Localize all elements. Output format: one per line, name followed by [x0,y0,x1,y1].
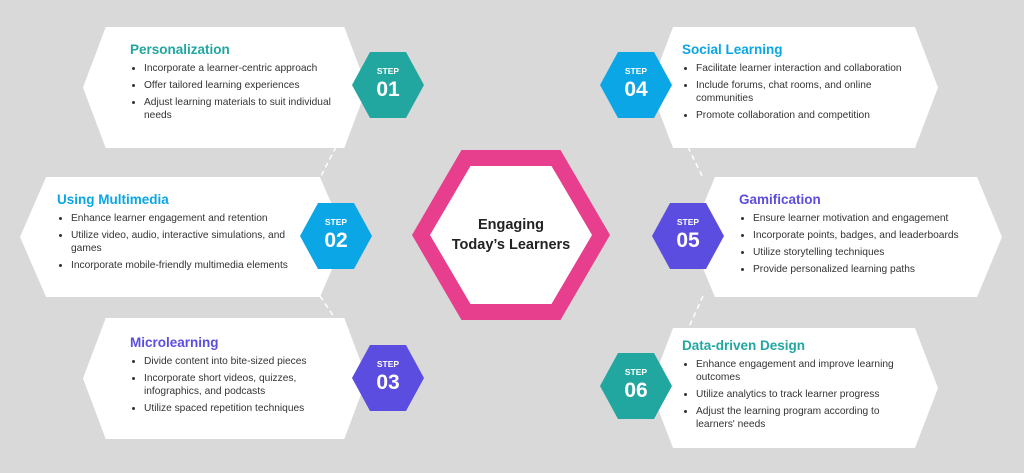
bullet-item: Incorporate a learner-centric approach [144,62,350,75]
step-label: STEP [324,217,348,227]
step-label: STEP [624,367,648,377]
bullet-item: Ensure learner motivation and engagement [753,212,974,225]
bullet-item: Incorporate short videos, quizzes, infog… [144,372,350,398]
step-number: 05 [676,229,700,252]
step-title: Personalization [130,42,230,57]
bullet-item: Utilize spaced repetition techniques [144,402,350,415]
bullet-item: Provide personalized learning paths [753,263,974,276]
step-label: STEP [376,359,400,369]
bullet-item: Incorporate points, badges, and leaderbo… [753,229,974,242]
bullet-item: Offer tailored learning experiences [144,79,350,92]
step-number: 02 [324,229,348,252]
bullet-item: Utilize video, audio, interactive simula… [71,229,312,255]
bullet-item: Adjust learning materials to suit indivi… [144,96,350,122]
step-panel [690,177,1002,297]
bullet-item: Adjust the learning program according to… [696,405,917,431]
step-label: STEP [676,217,700,227]
bullet-item: Utilize analytics to track learner progr… [696,388,917,401]
step-panel [650,27,938,148]
step-number: 04 [624,78,648,101]
bullet-list: Enhance engagement and improve learning … [682,358,917,431]
step-badge-03: STEP 03 [352,345,424,411]
step-title: Gamification [739,192,821,207]
bullet-item: Utilize storytelling techniques [753,246,974,259]
step-panel [20,177,346,297]
step-title: Data-driven Design [682,338,806,353]
step-content: GamificationEnsure learner motivation an… [739,192,974,280]
bullet-item: Include forums, chat rooms, and online c… [696,79,917,105]
step-number: 06 [624,379,648,402]
center-title-line: Engaging [477,217,545,233]
bullet-list: Facilitate learner interaction and colla… [682,62,917,122]
step-content: Using MultimediaEnhance learner engageme… [57,192,312,276]
step-number: 01 [376,78,400,101]
step-badge-06: STEP 06 [600,353,672,419]
step-content: Data-driven DesignEnhance engagement and… [682,338,917,435]
step-title: Using Multimedia [57,192,169,207]
bullet-list: Ensure learner motivation and engagement… [739,212,974,276]
step-title: Microlearning [130,335,219,350]
bullet-list: Divide content into bite-sized piecesInc… [130,355,350,415]
step-panel [650,328,938,448]
step-panel [83,27,367,148]
bullet-item: Incorporate mobile-friendly multimedia e… [71,259,312,272]
step-content: Social LearningFacilitate learner intera… [682,42,917,126]
step-number: 03 [376,371,400,394]
bullet-list: Enhance learner engagement and retention… [57,212,312,272]
bullet-item: Promote collaboration and competition [696,109,917,122]
step-badge-05: STEP 05 [652,203,724,269]
step-title: Social Learning [682,42,783,57]
step-badge-04: STEP 04 [600,52,672,118]
center-title-line: Today’s Learners [451,237,571,253]
bullet-item: Divide content into bite-sized pieces [144,355,350,368]
step-content: MicrolearningDivide content into bite-si… [130,335,350,419]
step-badge-01: STEP 01 [352,52,424,118]
step-content: PersonalizationIncorporate a learner-cen… [130,42,350,126]
bullet-item: Enhance learner engagement and retention [71,212,312,225]
bullet-list: Incorporate a learner-centric approachOf… [130,62,350,122]
bullet-item: Facilitate learner interaction and colla… [696,62,917,75]
bullet-item: Enhance engagement and improve learning … [696,358,917,384]
step-panel [83,318,367,439]
step-label: STEP [376,66,400,76]
step-badge-02: STEP 02 [300,203,372,269]
step-label: STEP [624,66,648,76]
